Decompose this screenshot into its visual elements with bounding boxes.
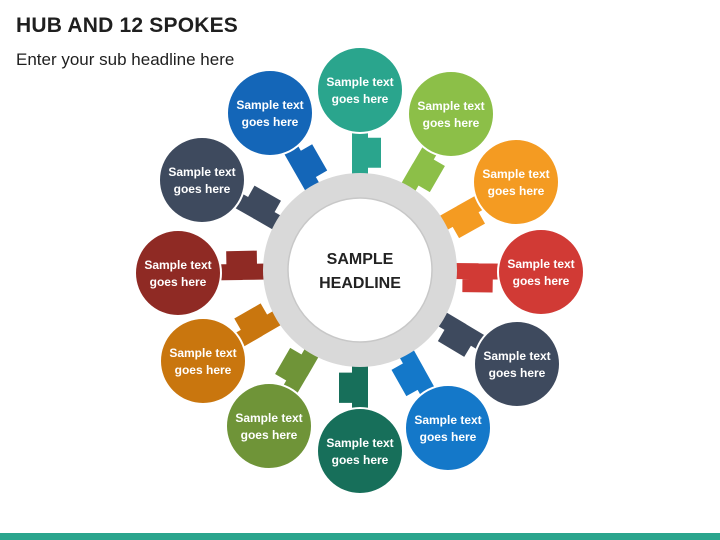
spoke-bubble-7: Sample text goes here xyxy=(316,407,404,495)
spoke-label-2-line2: goes here xyxy=(423,116,480,130)
spoke-label-12-line1: Sample text xyxy=(236,98,303,112)
spoke-connector-11 xyxy=(229,185,285,232)
spoke-label-7-line1: Sample text xyxy=(326,436,393,450)
spoke-circle-8 xyxy=(225,382,313,470)
spoke-label-5-line2: goes here xyxy=(489,366,546,380)
spoke-connector-6 xyxy=(391,346,438,401)
spoke-label-12-line2: goes here xyxy=(242,115,299,129)
spoke-label-3-line2: goes here xyxy=(488,184,545,198)
page-subtitle: Enter your sub headline here xyxy=(16,50,235,69)
spoke-connector-4 xyxy=(451,263,506,293)
spoke-connector-8 xyxy=(275,345,321,399)
spoke-bubble-1: Sample text goes here xyxy=(316,46,404,134)
spoke-circle-7 xyxy=(316,407,404,495)
spoke-bubble-6: Sample text goes here xyxy=(404,384,492,472)
spoke-connector-1 xyxy=(352,126,381,178)
spoke-label-5-line1: Sample text xyxy=(483,349,550,363)
spoke-circle-9 xyxy=(159,317,247,405)
spoke-connector-12 xyxy=(280,140,328,195)
spoke-label-1-line2: goes here xyxy=(332,92,389,106)
spoke-connector-7 xyxy=(339,362,368,415)
spoke-bubble-2: Sample text goes here xyxy=(407,70,495,158)
hub: SAMPLE HEADLINE xyxy=(263,173,457,367)
hub-label-line1: SAMPLE xyxy=(327,251,394,268)
spoke-connector-10 xyxy=(213,250,269,281)
spoke-connector-9 xyxy=(230,303,285,350)
spoke-bubble-11: Sample text goes here xyxy=(158,136,246,224)
spoke-label-8-line2: goes here xyxy=(241,428,298,442)
spoke-connector-3 xyxy=(436,192,489,239)
spoke-bubble-8: Sample text goes here xyxy=(225,382,313,470)
spoke-circle-6 xyxy=(404,384,492,472)
spoke-label-8-line1: Sample text xyxy=(235,411,302,425)
spoke-label-11-line2: goes here xyxy=(174,182,231,196)
footer-bar xyxy=(0,533,720,540)
spoke-label-2-line1: Sample text xyxy=(417,99,484,113)
spoke-label-9-line2: goes here xyxy=(175,363,232,377)
page-title: HUB AND 12 SPOKES xyxy=(16,14,239,37)
spoke-label-9-line1: Sample text xyxy=(169,346,236,360)
spoke-label-4-line2: goes here xyxy=(513,274,570,288)
spoke-label-6-line2: goes here xyxy=(420,430,477,444)
spoke-label-10-line1: Sample text xyxy=(144,258,211,272)
spoke-label-10-line2: goes here xyxy=(150,275,207,289)
hub-label-line2: HEADLINE xyxy=(319,275,401,292)
spoke-connectors xyxy=(213,126,506,415)
spoke-bubble-5: Sample text goes here xyxy=(473,320,561,408)
spoke-label-11-line1: Sample text xyxy=(168,165,235,179)
spoke-bubble-12: Sample text goes here xyxy=(226,69,314,157)
spoke-circle-12 xyxy=(226,69,314,157)
spoke-label-1-line1: Sample text xyxy=(326,75,393,89)
spoke-circle-3 xyxy=(472,138,560,226)
spoke-circle-11 xyxy=(158,136,246,224)
spoke-label-4-line1: Sample text xyxy=(507,257,574,271)
spoke-connector-2 xyxy=(399,141,445,195)
spoke-connector-5 xyxy=(434,310,491,357)
spoke-circle-1 xyxy=(316,46,404,134)
hub-inner-circle xyxy=(287,197,433,343)
spoke-label-6-line1: Sample text xyxy=(414,413,481,427)
spoke-label-3-line1: Sample text xyxy=(482,167,549,181)
spoke-label-7-line2: goes here xyxy=(332,453,389,467)
spoke-bubble-4: Sample text goes here xyxy=(497,228,585,316)
spoke-circle-2 xyxy=(407,70,495,158)
spoke-bubble-9: Sample text goes here xyxy=(159,317,247,405)
spoke-circle-10 xyxy=(134,229,222,317)
spoke-circle-4 xyxy=(497,228,585,316)
spoke-bubble-10: Sample text goes here xyxy=(134,229,222,317)
spoke-circle-5 xyxy=(473,320,561,408)
spoke-bubble-3: Sample text goes here xyxy=(472,138,560,226)
